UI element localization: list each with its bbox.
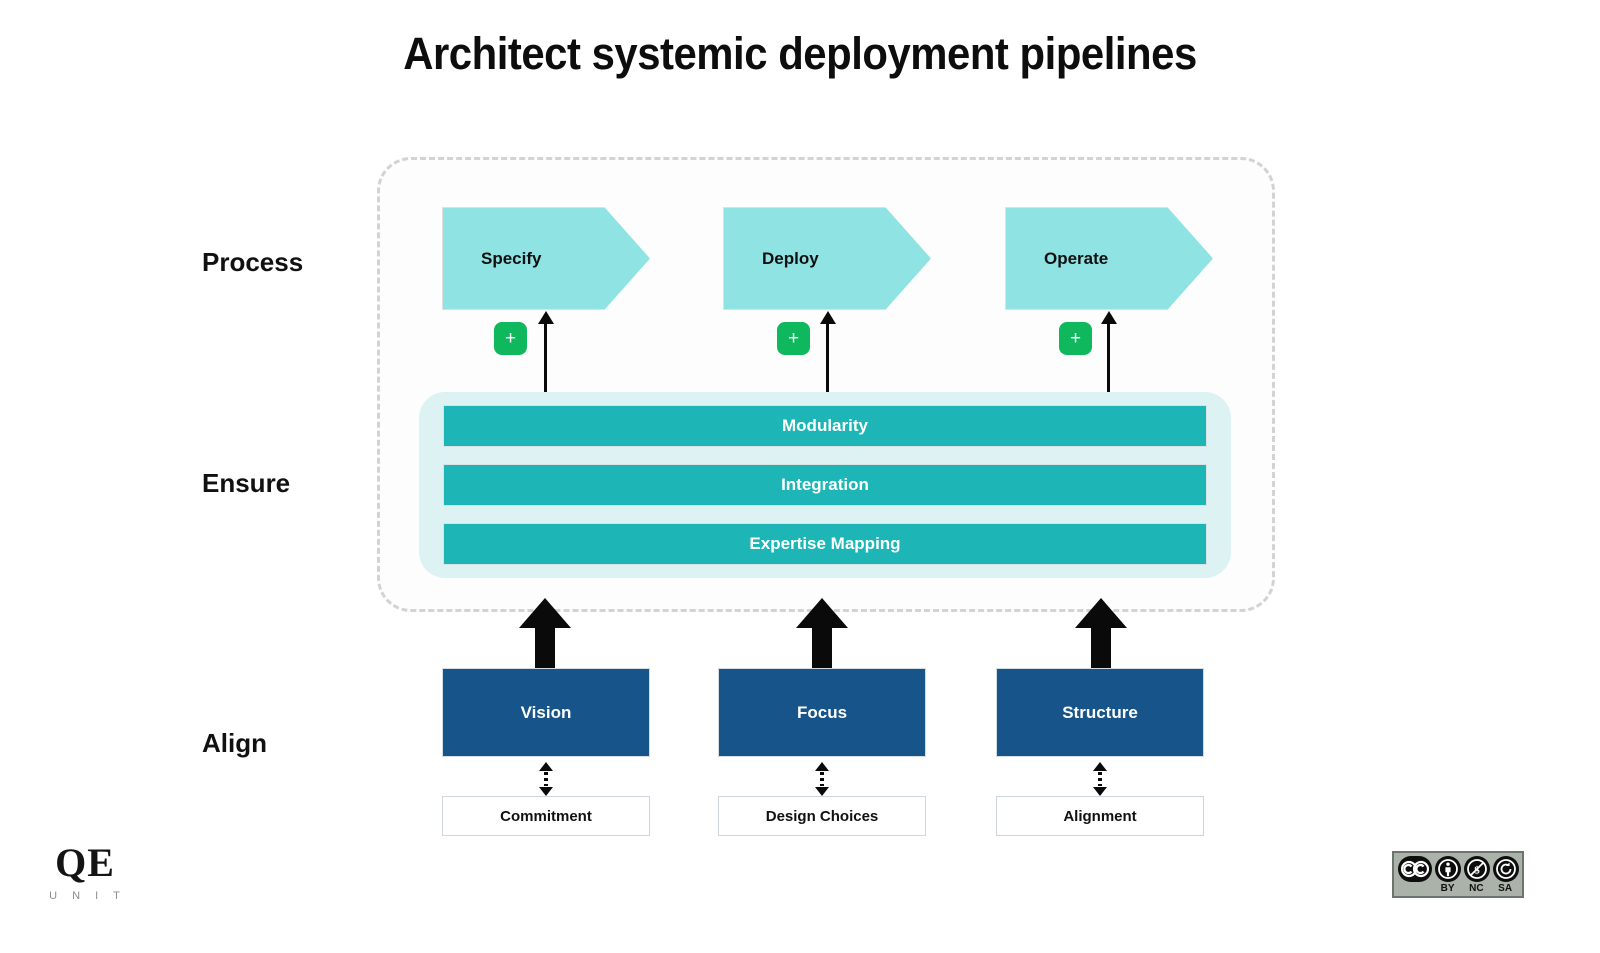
process-step-label: Specify <box>481 248 542 268</box>
arrow-shaft <box>544 321 547 411</box>
process-step-label: Deploy <box>762 248 819 268</box>
double-arrow-icon <box>1090 762 1110 796</box>
ensure-bar-expertise-mapping[interactable]: Expertise Mapping <box>443 523 1207 565</box>
arrow-head <box>796 598 848 628</box>
noncommercial-icon: $ <box>1464 856 1490 882</box>
arrow-dots <box>820 772 824 786</box>
ensure-bar-integration[interactable]: Integration <box>443 464 1207 506</box>
creative-commons-badge: $ BY NC SA <box>1392 851 1524 898</box>
attribution-icon <box>1435 856 1461 882</box>
add-button-operate[interactable]: + <box>1059 322 1092 355</box>
arrow-shaft <box>1107 321 1110 411</box>
caption-box-commitment[interactable]: Commitment <box>442 796 650 836</box>
arrow-head <box>538 311 554 324</box>
ensure-bar-label: Modularity <box>782 416 868 435</box>
arrow-head-down <box>815 787 829 796</box>
arrow-head <box>519 598 571 628</box>
qe-unit-logo: QE U N I T <box>30 840 140 903</box>
caption-label: Alignment <box>1063 807 1137 825</box>
arrow-dots <box>1098 772 1102 786</box>
ensure-bar-modularity[interactable]: Modularity <box>443 405 1207 447</box>
cc-term-nc: NC <box>1469 883 1484 894</box>
cc-term-sa: SA <box>1498 883 1513 894</box>
align-box-focus[interactable]: Focus <box>718 668 926 757</box>
arrow-shaft <box>1091 624 1111 672</box>
arrow-dots <box>544 772 548 786</box>
arrow-head <box>1101 311 1117 324</box>
row-label-align: Align <box>202 728 267 758</box>
thick-arrow-up-icon <box>519 598 571 672</box>
arrow-up-icon <box>1101 311 1117 411</box>
caption-box-alignment[interactable]: Alignment <box>996 796 1204 836</box>
arrow-up-icon <box>538 311 554 411</box>
row-label-ensure: Ensure <box>202 468 291 498</box>
align-box-label: Focus <box>796 702 848 722</box>
double-arrow-icon <box>536 762 556 796</box>
arrow-up-icon <box>820 311 836 411</box>
thick-arrow-up-icon <box>796 598 848 672</box>
arrow-head-down <box>1093 787 1107 796</box>
logo-mark: QE <box>55 840 115 885</box>
arrow-head-up <box>539 762 553 771</box>
align-box-vision[interactable]: Vision <box>442 668 650 757</box>
caption-label: Commitment <box>500 807 592 825</box>
row-label-process: Process <box>202 247 304 277</box>
page-title: Architect systemic deployment pipelines <box>403 28 1197 79</box>
ensure-bar-label: Integration <box>781 475 869 494</box>
add-button-deploy[interactable]: + <box>777 322 810 355</box>
process-step-operate[interactable]: Operate <box>1005 207 1213 310</box>
arrow-head-up <box>1093 762 1107 771</box>
logo-wordmark: U N I T <box>49 890 126 902</box>
cc-icon-row: $ <box>1398 856 1519 882</box>
add-button-specify[interactable]: + <box>494 322 527 355</box>
cc-term-by: BY <box>1440 883 1455 894</box>
ensure-bar-label: Expertise Mapping <box>749 534 901 553</box>
thick-arrow-up-icon <box>1075 598 1127 672</box>
arrow-head-down <box>539 787 553 796</box>
caption-box-design-choices[interactable]: Design Choices <box>718 796 926 836</box>
creative-commons-icon <box>1398 856 1432 882</box>
align-box-label: Structure <box>1062 702 1138 722</box>
process-step-specify[interactable]: Specify <box>442 207 650 310</box>
arrow-shaft <box>826 321 829 411</box>
process-step-label: Operate <box>1044 248 1109 268</box>
sharealike-icon <box>1493 856 1519 882</box>
svg-text:$: $ <box>1474 865 1480 877</box>
align-box-label: Vision <box>520 702 572 722</box>
double-arrow-icon <box>812 762 832 796</box>
cc-label-row: BY NC SA <box>1398 883 1518 894</box>
process-step-deploy[interactable]: Deploy <box>723 207 931 310</box>
caption-label: Design Choices <box>765 807 879 825</box>
arrow-shaft <box>812 624 832 672</box>
arrow-head-up <box>815 762 829 771</box>
align-box-structure[interactable]: Structure <box>996 668 1204 757</box>
arrow-shaft <box>535 624 555 672</box>
arrow-head <box>1075 598 1127 628</box>
arrow-head <box>820 311 836 324</box>
